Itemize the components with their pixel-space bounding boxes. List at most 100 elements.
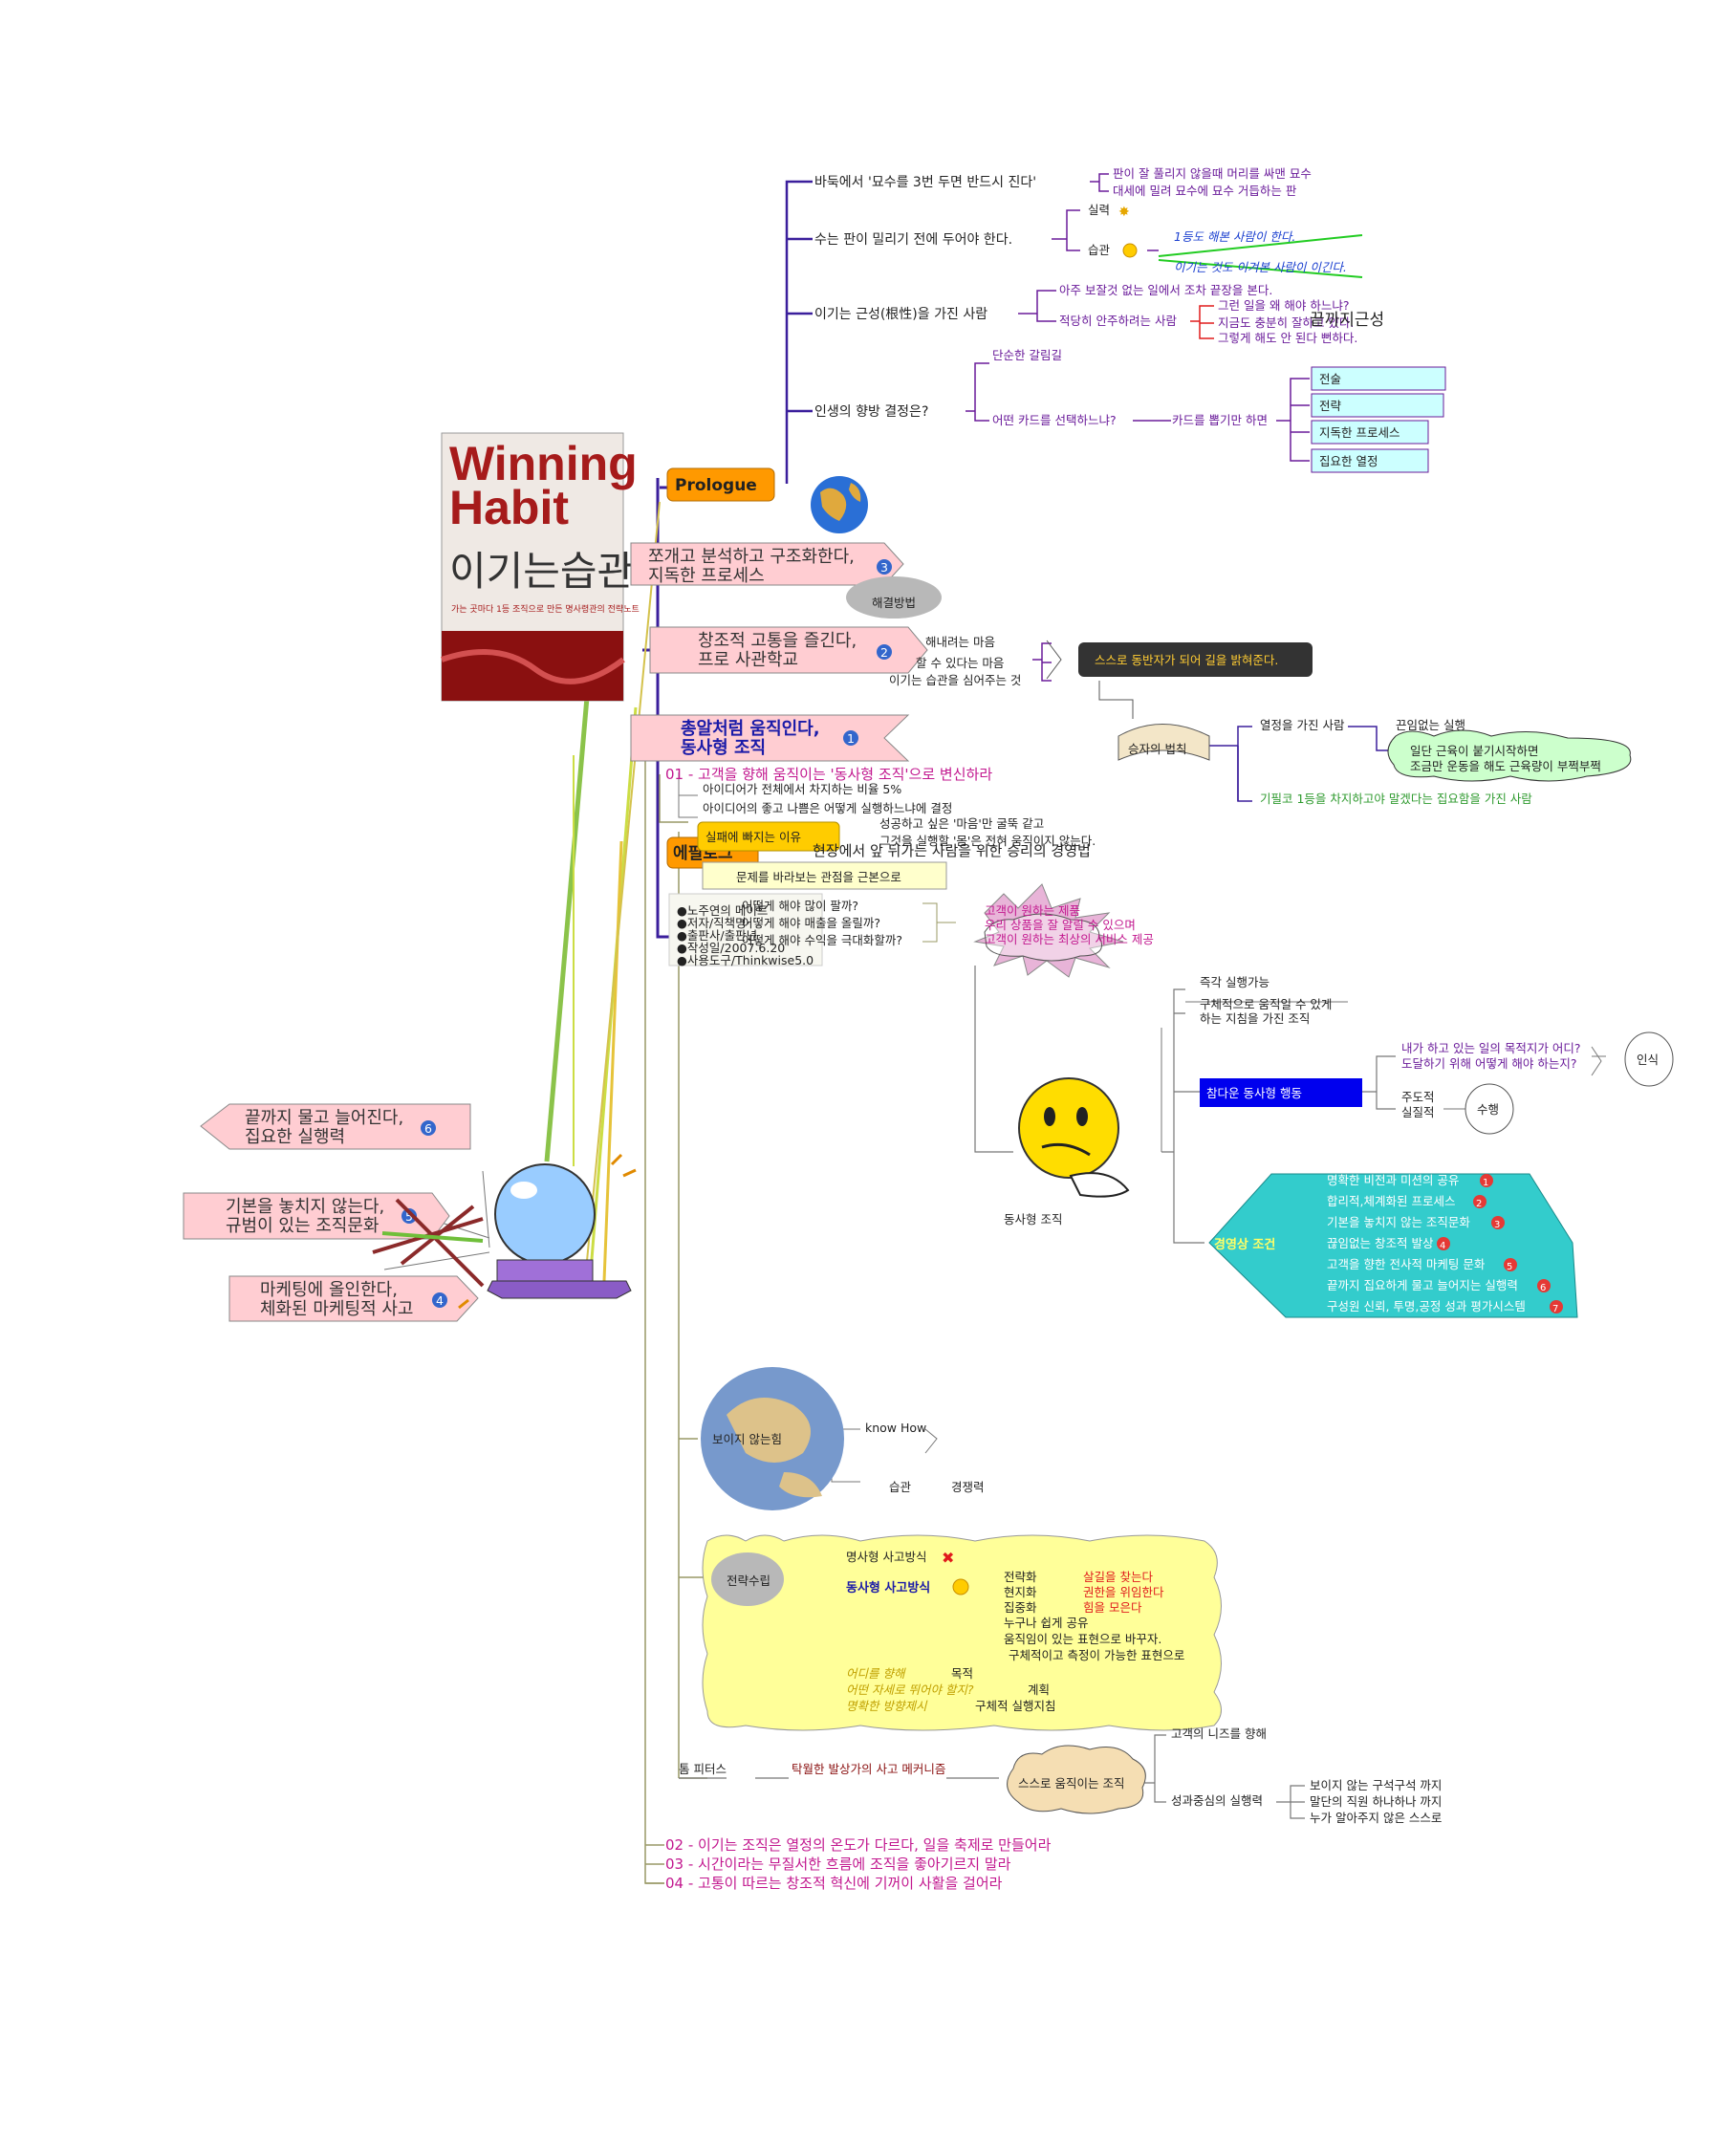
conditions-label: 경영상 조건 [1214, 1237, 1275, 1252]
prologue-b2-b-child2: 이기는 것도 이겨본 사람이 이긴다. [1174, 260, 1347, 274]
verb-v1: 즉각 실행가능 [1200, 975, 1269, 989]
prologue-b4-a: 단순한 갈림길 [992, 348, 1062, 362]
scribble-note: 해결방법 [846, 576, 942, 619]
condition-number: 5 [1507, 1262, 1512, 1272]
ribbon-6-line1: 끝까지 물고 늘어진다, [245, 1108, 403, 1128]
chapter1-title: 01 - 고객을 향해 움직이는 '동사형 조직'으로 변신하라 [665, 766, 992, 783]
ribbon-4-number: 4 [436, 1293, 444, 1308]
verb-key: 집중화 [1004, 1600, 1037, 1615]
conditions-panel: 경영상 조건 명확한 비전과 미션의 공유 합리적,체계화된 프로세스 기본을 … [1208, 1173, 1578, 1318]
prologue-b1-child1: 판이 잘 풀리지 않을때 머리를 싸맨 묘수 [1113, 166, 1312, 181]
book-korean-title: 이기는습관 [449, 551, 634, 595]
prologue-b3-b: 적당히 안주하려는 사람 [1059, 314, 1177, 328]
smiley-icon [1122, 243, 1138, 258]
condition-number: 7 [1552, 1304, 1558, 1314]
ribbon-3-line2: 지독한 프로세스 [648, 566, 765, 586]
lightbulb-icon: ✸ [1118, 205, 1130, 220]
condition-item: 구성원 신뢰, 투명,공정 성과 평가시스템 [1327, 1299, 1526, 1313]
cross-icon: ✖ [942, 1549, 954, 1567]
ribbon-1-line1: 총알처럼 움직인다, [681, 719, 820, 739]
ribbon-1-line2: 동사형 조직 [681, 738, 766, 758]
prologue-b2-b-child1: 1등도 해본 사람이 한다. [1174, 229, 1295, 244]
self-b-child: 말단의 직원 하나하나 까지 [1310, 1794, 1442, 1809]
verb-v2-line1: 구체적으로 움직일 수 있게 [1200, 997, 1332, 1011]
ribbon-2-line1: 창조적 고통을 즐긴다, [698, 631, 857, 651]
verb-key: 전략화 [1004, 1570, 1037, 1584]
peters-label: 톰 피터스 [679, 1762, 727, 1776]
fail-child1: 성공하고 싶은 '마음'만 굴뚝 같고 [879, 816, 1044, 831]
ribbon-1-number: 1 [847, 731, 855, 746]
ribbon-5-line1: 기본을 놓치지 않는다, [226, 1197, 384, 1217]
book-cover-image: Winning Habit 이기는습관 가는 곳마다 1등 조직으로 만든 명사… [441, 432, 640, 702]
strategy-panel [702, 1534, 1222, 1731]
verb-thinking: 동사형 사고방식 [846, 1580, 930, 1595]
verb-key: 현지화 [1004, 1585, 1037, 1599]
question-2: 어떻게 해야 매출을 올릴까? [742, 916, 880, 930]
prologue-b1-child2: 대세에 밀려 묘수에 묘수 거듭하는 판 [1113, 184, 1297, 198]
prologue-b3-a: 아주 보잘것 없는 일에서 조차 끝장을 본다. [1059, 283, 1272, 297]
ribbon-4-line2: 체화된 마케팅적 사고 [260, 1299, 413, 1319]
winner-cloud: 일단 근육이 붙기시작하면 조금만 운동을 해도 근육량이 부쩍부쩍 [1387, 729, 1632, 782]
winner-a-child: 끈임없는 실행 [1396, 718, 1465, 732]
ribbon-5-line2: 규범이 있는 조직문화 [226, 1216, 379, 1236]
info-line: ●사용도구/Thinkwise5.0 [677, 953, 814, 967]
problem-box: 문제를 바라보는 관점을 근본으로 [702, 861, 947, 890]
prologue-b3-b-child2: 지금도 충분히 잘하고 있다. [1218, 315, 1354, 330]
crystal-ball-icon [458, 1153, 637, 1310]
book-open-icon: 승자의 법칙 [1118, 724, 1210, 761]
ribbon-2-box: 스스로 동반자가 되어 길을 밝혀준다. [1078, 642, 1313, 677]
condition-number: 4 [1440, 1241, 1445, 1251]
verb-more: 누구나 쉽게 공유 [1004, 1616, 1088, 1630]
chapter-4: 04 - 고통이 따르는 창조적 혁신에 기꺼이 사활을 걸어라 [665, 1875, 1003, 1892]
star-line1: 고객이 원하는 제품 [985, 903, 1080, 918]
direction-3: 명확한 방향제시 [846, 1699, 928, 1713]
condition-item: 고객을 향한 전사적 마케팅 문화 [1327, 1257, 1486, 1271]
ribbon-6[interactable]: 끝까지 물고 늘어진다, 집요한 실행력 6 [200, 1103, 471, 1150]
prologue-b1: 바둑에서 '묘수를 3번 두면 반드시 진다' [814, 175, 1036, 190]
card-item: 집요한 열정 [1319, 454, 1378, 468]
verb-v3-b-result: 수행 [1477, 1102, 1499, 1117]
info-line: ●노주연의 메이트 [677, 903, 768, 918]
self-b-child: 보이지 않는 구석구석 까지 [1310, 1778, 1442, 1792]
winner-cloud-line1: 일단 근육이 붙기시작하면 [1410, 744, 1538, 758]
condition-number: 1 [1483, 1178, 1488, 1188]
prologue-node[interactable]: Prologue [666, 467, 775, 502]
fail-node[interactable]: 실패에 빠지는 이유 [697, 821, 840, 852]
chapter1-l1: 아이디어가 전체에서 차지하는 비율 5% [703, 782, 901, 796]
verb-v3-b-line2: 실질적 [1401, 1105, 1435, 1119]
prologue-b3-overlay: 끝까지근성 [1310, 311, 1384, 330]
direction-result: 구체적 실행지침 [975, 1699, 1055, 1713]
overlap-text: 현장에서 앞 뒤가는 사람을 위한 승리의 경영법 [813, 842, 1091, 859]
prologue-label: Prologue [675, 476, 757, 495]
verb-org-label: 동사형 조직 [1004, 1212, 1062, 1226]
ribbon-6-line2: 집요한 실행력 [245, 1127, 345, 1147]
star-line2: 우리 상품을 잘 알릴 수 있으며 [985, 918, 1136, 932]
card-list: 전술 전략 지독한 프로세스 집요한 열정 [1311, 366, 1446, 473]
star-line3: 고객이 원하는 최상의 서비스 제공 [985, 932, 1154, 946]
cross-lines [372, 1198, 485, 1288]
self-cloud: 스스로 움직이는 조직 [1007, 1745, 1146, 1814]
invisible-c: 경쟁력 [951, 1480, 985, 1494]
winner-label: 승자의 법칙 [1128, 742, 1186, 756]
direction-result: 목적 [951, 1666, 973, 1681]
condition-item: 명확한 비전과 미션의 공유 [1327, 1173, 1459, 1187]
fail-child2: 그것을 실행할 '몸'은 전혀 움직이지 않는다. [879, 834, 1096, 848]
ribbon-4[interactable]: 마케팅에 올인한다, 체화된 마케팅적 사고 4 [228, 1275, 479, 1322]
condition-item: 기본을 놓치지 않는 조직문화 [1327, 1215, 1470, 1229]
ribbon-3-note: 해결방법 [872, 596, 916, 610]
ribbon-2[interactable]: 창조적 고통을 즐긴다, 프로 사관학교 2 [649, 626, 928, 674]
book-title-line1: Winning [449, 437, 638, 490]
self-b: 성과중심의 실행력 [1171, 1793, 1263, 1808]
ribbon-3[interactable]: 쪼개고 분석하고 구조화한다, 지독한 프로세스 3 [630, 542, 904, 586]
info-line: ●출판사/출판년 [677, 928, 757, 943]
prologue-b3-b-child1: 그런 일을 왜 해야 하느냐? [1218, 298, 1350, 313]
ribbon-5[interactable]: 기본을 놓치지 않는다, 규범이 있는 조직문화 5 [183, 1192, 450, 1240]
ribbon-3-line1: 쪼개고 분석하고 구조화한다, [648, 547, 855, 567]
prologue-b4-c: 카드를 뽑기만 하면 [1172, 413, 1268, 427]
strategy-label: 전략수립 [727, 1574, 770, 1588]
peters-b: 탁월한 발상가의 사고 메커니즘 [792, 1762, 945, 1776]
ribbon-2-line2: 프로 사관학교 [698, 650, 798, 670]
ribbon-1[interactable]: 총알처럼 움직인다, 동사형 조직 1 [630, 714, 910, 762]
card-item: 지독한 프로세스 [1319, 425, 1400, 440]
